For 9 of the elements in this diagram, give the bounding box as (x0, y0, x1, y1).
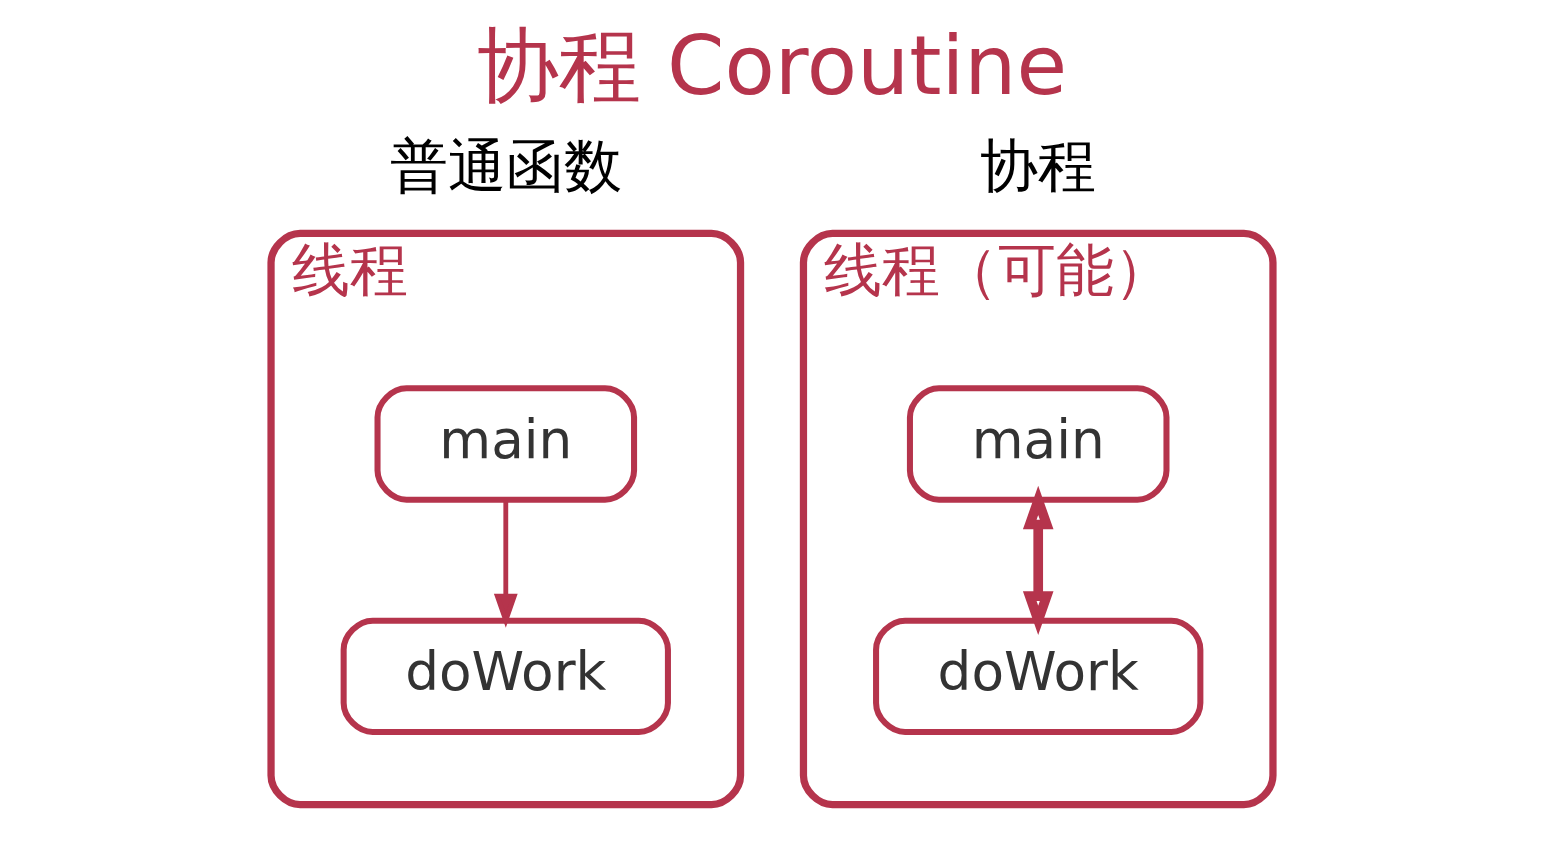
arrow (493, 500, 518, 628)
label: 协程 (980, 131, 1097, 200)
node-box: doWork (340, 617, 671, 735)
diagram-title: 协程 Coroutine (476, 17, 1068, 113)
node-box: main (374, 385, 638, 503)
label: 普通函数 (389, 131, 622, 200)
node-box: doWork (873, 617, 1204, 735)
arrow (1022, 485, 1054, 636)
node-box: main (906, 385, 1170, 503)
